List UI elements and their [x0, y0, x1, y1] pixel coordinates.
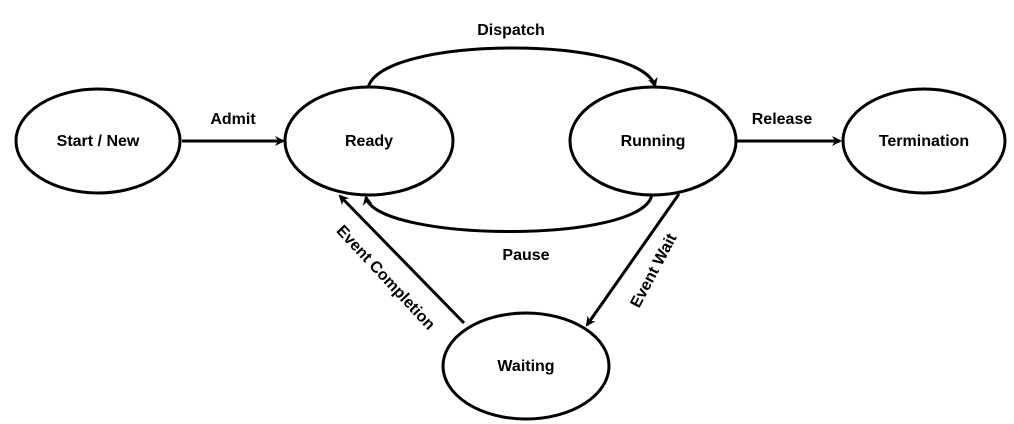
dispatch-arrow: [366, 46, 658, 89]
event-wait-arrow: [585, 193, 681, 327]
admit-label: Admit: [210, 111, 256, 128]
state-waiting: Waiting: [441, 311, 611, 421]
state-start-new-label: Start / New: [57, 133, 140, 150]
state-termination-label: Termination: [879, 133, 969, 150]
event-wait-label: Event Wait: [627, 230, 680, 310]
state-running-label: Running: [621, 133, 686, 150]
state-waiting-label: Waiting: [497, 358, 554, 375]
state-ready: Ready: [283, 85, 455, 197]
dispatch-label: Dispatch: [477, 22, 545, 39]
pause-label: Pause: [502, 247, 549, 264]
state-termination: Termination: [841, 87, 1007, 195]
event-completion-arrow: [338, 194, 466, 325]
state-running: Running: [568, 85, 738, 197]
release-label: Release: [752, 111, 813, 128]
pause-arrow: [362, 193, 654, 233]
event-completion-label: Event Completion: [333, 222, 438, 333]
state-start-new: Start / New: [14, 87, 182, 195]
state-ready-label: Ready: [345, 133, 393, 150]
